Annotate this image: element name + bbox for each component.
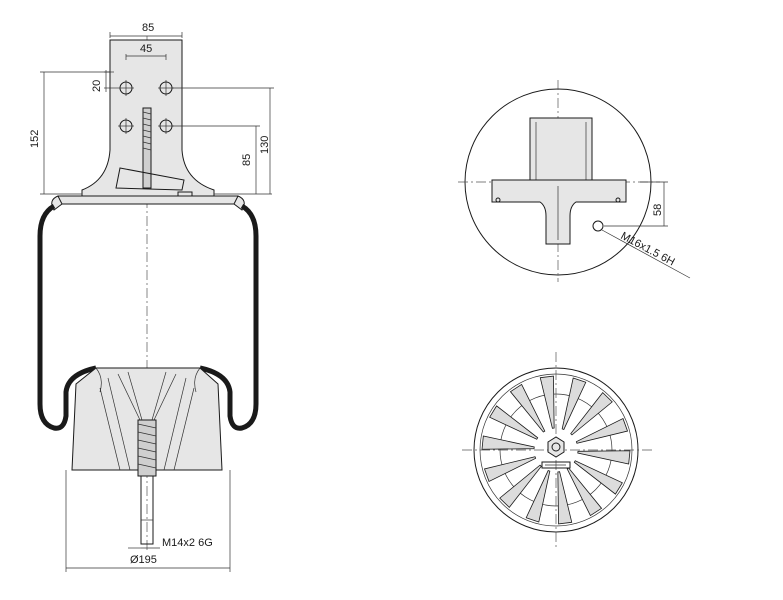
dim-58: 58 bbox=[652, 204, 664, 216]
rib bbox=[481, 435, 535, 450]
rib bbox=[566, 467, 603, 517]
top-bead-plate-view bbox=[491, 179, 627, 245]
hex-nut bbox=[547, 436, 565, 458]
dim-85: 85 bbox=[142, 22, 154, 34]
dim-152: 152 bbox=[29, 130, 41, 148]
rib bbox=[570, 392, 613, 436]
top-view: M16x1.5 6H 58 bbox=[458, 80, 691, 282]
top-bead-plate bbox=[57, 195, 239, 205]
piston-ribs bbox=[481, 375, 631, 525]
arrow-marker bbox=[541, 461, 571, 469]
bellows-left bbox=[37, 203, 97, 431]
rib bbox=[557, 471, 573, 525]
thread-top-label: M16x1.5 6H bbox=[619, 230, 677, 268]
rib bbox=[539, 375, 555, 429]
thread-bottom-label: M14x2 6G bbox=[162, 537, 213, 549]
rib bbox=[525, 470, 551, 523]
diameter-label: Ø195 bbox=[130, 554, 157, 566]
side-view: 85 45 20 152 85 130 M14x2 6G Ø195 bbox=[29, 22, 274, 572]
dim-20: 20 bbox=[91, 80, 103, 92]
air-port-hole bbox=[592, 220, 604, 232]
dim-45: 45 bbox=[140, 43, 152, 55]
bellows-right bbox=[199, 203, 259, 431]
dim-85b: 85 bbox=[241, 154, 253, 166]
rib bbox=[509, 383, 546, 433]
air-connector bbox=[115, 167, 185, 191]
rib bbox=[499, 464, 542, 508]
top-bracket bbox=[529, 117, 593, 181]
rib bbox=[575, 418, 629, 444]
rib bbox=[573, 460, 623, 495]
rib bbox=[489, 405, 539, 440]
rib bbox=[561, 377, 587, 430]
rib bbox=[483, 456, 537, 482]
bottom-view bbox=[462, 352, 652, 548]
bottom-stud bbox=[140, 475, 154, 545]
dim-130: 130 bbox=[259, 136, 271, 154]
rib bbox=[577, 450, 631, 465]
